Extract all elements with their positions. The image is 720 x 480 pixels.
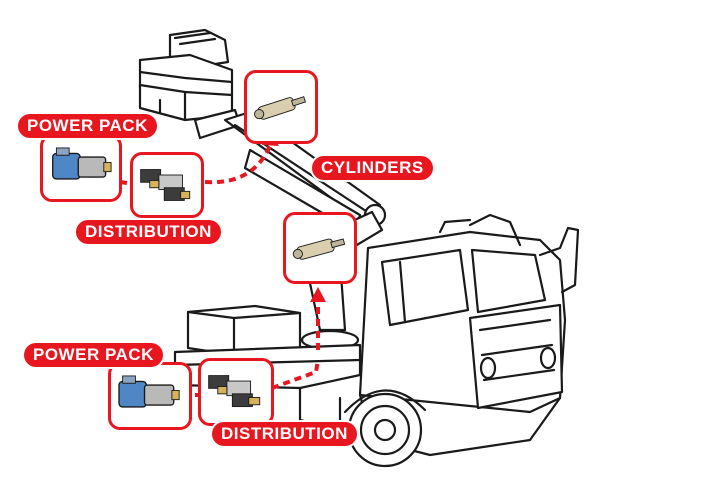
power-pack-label-bottom: POWER PACK <box>24 343 163 367</box>
cylinder-icon <box>254 96 307 120</box>
front-wheel <box>343 389 427 468</box>
power-pack-box-bottom <box>108 362 192 430</box>
distribution-box-bottom <box>198 358 274 426</box>
basket-drawing <box>138 28 242 140</box>
distribution-label-top: DISTRIBUTION <box>76 220 221 244</box>
truck-cab <box>358 213 580 457</box>
cylinders-label: CYLINDERS <box>312 156 433 180</box>
flow-arrow-icon <box>271 359 320 390</box>
power-pack-icon <box>52 147 112 180</box>
flow-arrow-icon <box>204 139 274 185</box>
cylinder-box-middle <box>283 212 357 284</box>
distribution-valve-icon <box>208 375 261 408</box>
cylinder-icon <box>292 238 346 260</box>
power-pack-box-top <box>40 134 122 202</box>
distribution-label-bottom: DISTRIBUTION <box>212 422 357 446</box>
distribution-valve-icon <box>140 169 191 201</box>
cylinder-box-top <box>244 70 318 144</box>
distribution-box-top <box>130 152 204 218</box>
power-pack-label-top: POWER PACK <box>18 114 157 138</box>
flow-arrow-icon <box>119 180 135 186</box>
power-pack-icon <box>118 375 180 408</box>
